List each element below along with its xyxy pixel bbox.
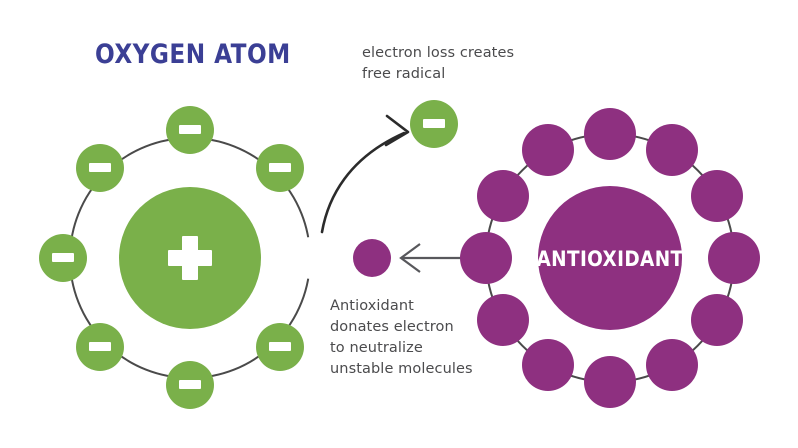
antioxidant-dot-12 [522, 124, 574, 176]
oxygen-electron-top [166, 106, 214, 154]
minus-icon [269, 163, 291, 172]
oxygen-electron-lower-right [256, 323, 304, 371]
annotation-donates-line3: to neutralize [330, 340, 423, 356]
oxygen-electron-vacancy [290, 237, 332, 279]
oxygen-electron-bottom [166, 361, 214, 409]
antioxidant-dot-9 [477, 294, 529, 346]
minus-icon [269, 342, 291, 351]
antioxidant-dot-8 [522, 339, 574, 391]
annotation-free-radical: electron loss creates free radical [362, 43, 562, 85]
antioxidant-dot-6 [646, 339, 698, 391]
minus-icon [179, 125, 201, 134]
antioxidant-dot-2 [646, 124, 698, 176]
antioxidant-core [538, 186, 682, 330]
minus-icon [179, 380, 201, 389]
antioxidant-dot-10 [460, 232, 512, 284]
donated-electron [353, 239, 391, 277]
annotation-free-radical-line1: electron loss creates [362, 45, 515, 61]
oxygen-electron-lower-left [76, 323, 124, 371]
oxygen-electron-left [39, 234, 87, 282]
antioxidant-dot-1 [584, 108, 636, 160]
antioxidant-dot-11 [477, 170, 529, 222]
minus-icon [423, 119, 445, 128]
page-title-oxygen-atom: OXYGEN ATOM [95, 39, 291, 70]
minus-icon [52, 253, 74, 262]
annotation-donates-line2: donates electron [330, 319, 454, 335]
annotation-free-radical-line2: free radical [362, 66, 446, 82]
oxygen-atom-group [39, 106, 332, 409]
antioxidant-dot-5 [691, 294, 743, 346]
oxygen-electron-upper-right [256, 144, 304, 192]
free-radical-electron [410, 100, 458, 148]
minus-icon [89, 163, 111, 172]
oxygen-electron-upper-left [76, 144, 124, 192]
nucleus-plus-icon [168, 236, 212, 280]
annotation-donates-line1: Antioxidant [330, 298, 414, 314]
antioxidant-group: ANTIOXIDANT [460, 108, 760, 408]
antioxidant-dot-7 [584, 356, 636, 408]
annotation-antioxidant-donates: Antioxidant donates electron to neutrali… [330, 296, 515, 380]
curved-arrow-electron-escape [320, 114, 410, 234]
antioxidant-dot-3 [691, 170, 743, 222]
minus-icon [89, 342, 111, 351]
antioxidant-core-label: ANTIOXIDANT [537, 247, 684, 271]
antioxidant-dot-4 [708, 232, 760, 284]
annotation-donates-line4: unstable molecules [330, 361, 473, 377]
